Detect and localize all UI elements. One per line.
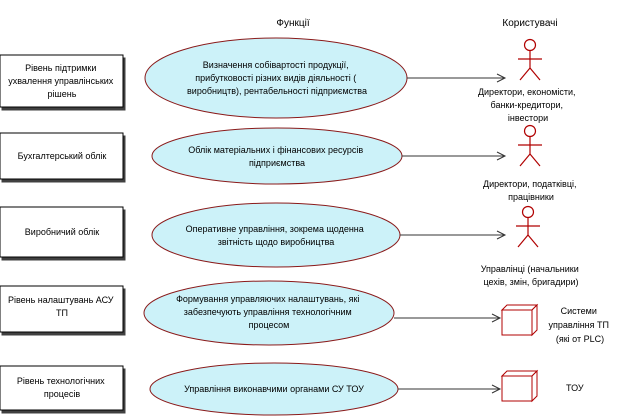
svg-text:Системи управління ТП: Системи управління ТП (які от PLC)	[548, 306, 611, 344]
user-label: працівники	[508, 192, 554, 202]
svg-text:Облік матеріальних і фінансови: Облік матеріальних і фінансових ресурсів…	[188, 145, 365, 168]
function-label: Облік матеріальних і фінансових ресурсів	[188, 145, 363, 155]
level-box[interactable]: Виробничий облік	[0, 206, 124, 258]
level-box[interactable]: Рівень технологічних процесів	[0, 365, 124, 411]
user-label: управління ТП	[548, 320, 609, 330]
function-ellipse[interactable]: Управління виконавчими органами СУ ТОУ	[149, 362, 399, 416]
user-label: Системи	[561, 306, 597, 316]
svg-text:Управлінці (начальники ц: Управлінці (начальники цехів, змін, бриг…	[481, 264, 582, 287]
level-box[interactable]: Рівень налаштувань АСУ ТП	[0, 285, 124, 333]
user-label: Управлінці (начальники	[481, 264, 579, 274]
function-label: процесом	[249, 320, 290, 330]
level-label: рішень	[48, 89, 77, 99]
svg-text:Рівень технологічних п: Рівень технологічних процесів	[17, 376, 107, 399]
svg-text:Рівень підтримки ухвал: Рівень підтримки ухвалення управлінських…	[8, 63, 116, 99]
actor-icon[interactable]	[516, 205, 540, 248]
association-arrow	[400, 230, 507, 240]
function-label: Оперативне управління, зокрема щоденна	[186, 224, 364, 234]
association-arrow	[394, 313, 502, 323]
row-accounting: Бухгалтерський облік Облік матеріальних …	[0, 124, 579, 202]
level-box[interactable]: Бухгалтерський облік	[0, 132, 124, 180]
association-arrow	[407, 73, 507, 83]
row-production: Виробничий облік Оперативне управління, …	[0, 202, 582, 287]
level-box[interactable]: Рівень підтримки ухвалення управлінських…	[0, 54, 124, 108]
function-label: Управління виконавчими органами СУ ТОУ	[184, 384, 364, 394]
svg-text:Директори, економісти, б: Директори, економісти, банки-кредитори, …	[478, 87, 578, 123]
svg-text:Управління виконавчими органам: Управління виконавчими органами СУ ТОУ	[184, 384, 364, 394]
function-ellipse[interactable]: Оперативне управління, зокрема щоденна з…	[151, 202, 401, 268]
level-label: Бухгалтерський облік	[18, 151, 107, 161]
function-label: звітність щодо виробництва	[218, 237, 335, 247]
function-label: підприємства	[249, 158, 305, 168]
actor-icon[interactable]	[518, 38, 542, 81]
svg-text:Визначення собівартості продук: Визначення собівартості продукції, прибу…	[187, 60, 367, 96]
user-label: Директори, економісти,	[478, 87, 576, 97]
level-label: ТП	[56, 308, 68, 318]
function-label: Формування управляючих налаштувань, які	[176, 294, 359, 304]
svg-text:Бухгалтерський облік: Бухгалтерський облік	[18, 151, 107, 161]
user-label: Директори, податківці,	[483, 179, 576, 189]
user-label: інвестори	[508, 113, 548, 123]
level-label: ухвалення управлінських	[8, 76, 114, 86]
association-arrow	[398, 384, 502, 394]
user-label: цехів, змін, бригадири)	[483, 277, 578, 287]
level-label: Виробничий облік	[25, 227, 99, 237]
function-ellipse[interactable]: Облік матеріальних і фінансових ресурсів…	[151, 127, 403, 185]
function-label: забезпечують управління технологічним	[184, 307, 352, 317]
level-label: Рівень технологічних	[17, 376, 105, 386]
node-icon[interactable]	[500, 369, 539, 403]
svg-text:Виробничий облік: Виробничий облік	[25, 227, 99, 237]
user-label: (які от PLC)	[556, 334, 604, 344]
node-icon[interactable]	[500, 303, 539, 337]
functions-header: Функції	[276, 18, 309, 29]
svg-text:Директори, податківці, п: Директори, податківці, працівники	[483, 179, 579, 202]
svg-text:ТОУ: ТОУ	[566, 383, 584, 393]
row-decision-support: Рівень підтримки ухвалення управлінських…	[0, 37, 578, 123]
row-technological-processes: Рівень технологічних процесів Управління…	[0, 362, 584, 416]
user-label: банки-кредитори,	[491, 100, 563, 110]
row-process-control: Рівень налаштувань АСУ ТП Формування упр…	[0, 280, 611, 346]
function-label: виробництв), рентабельності підприємства	[187, 86, 367, 96]
user-label: ТОУ	[566, 383, 584, 393]
svg-text:Формування управляючих налашту: Формування управляючих налаштувань, які …	[176, 294, 362, 330]
svg-text:Рівень налаштувань АСУ: Рівень налаштувань АСУ ТП	[8, 295, 116, 318]
actor-icon[interactable]	[518, 124, 542, 167]
function-ellipse[interactable]: Формування управляючих налаштувань, які …	[143, 280, 395, 346]
level-label: Рівень підтримки	[25, 63, 96, 73]
function-label: прибутковості різних видів діяльності (	[195, 73, 356, 83]
users-header: Користувачі	[502, 18, 557, 29]
level-label: Рівень налаштувань АСУ	[8, 295, 114, 305]
level-label: процесів	[44, 389, 80, 399]
svg-text:Оперативне управління, зокрема: Оперативне управління, зокрема щоденна з…	[186, 224, 367, 247]
function-label: Визначення собівартості продукції,	[203, 60, 349, 70]
association-arrow	[402, 151, 507, 161]
function-ellipse[interactable]: Визначення собівартості продукції, прибу…	[144, 37, 408, 119]
